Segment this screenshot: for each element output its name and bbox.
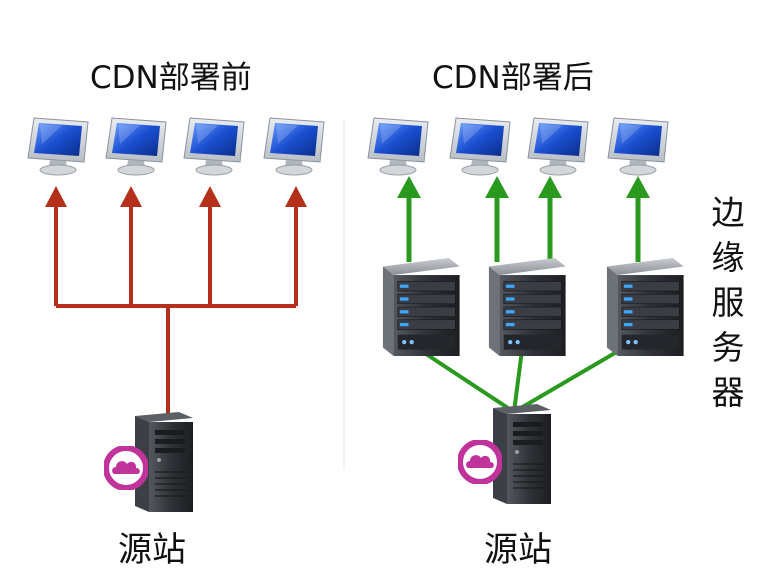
edge-label-char: 缘 [711, 238, 745, 277]
edge-label-char: 边 [711, 193, 745, 232]
arrow-icon [397, 176, 421, 198]
arrow-icon [45, 186, 67, 207]
edge-server-icon [382, 258, 460, 356]
arrow-icon [626, 176, 650, 198]
after-edge-links [406, 194, 641, 262]
before-arrowheads [45, 186, 307, 207]
arrow-icon [285, 186, 307, 207]
cloud-icon [460, 442, 500, 482]
monitor-icon [367, 117, 429, 176]
arrow-icon [485, 176, 509, 198]
edge-server-label: 边 缘 服 务 器 [706, 190, 750, 415]
monitor-icon [105, 117, 167, 176]
before-link-tree [54, 204, 298, 420]
after-origin-label: 源站 [484, 530, 552, 570]
arrow-icon [120, 186, 142, 207]
edge-label-char: 服 [711, 283, 745, 322]
edge-server-icon [606, 258, 684, 356]
monitor-icon [527, 117, 589, 176]
monitor-icon [449, 117, 511, 176]
after-origin-links [418, 348, 622, 414]
arrow-icon [199, 186, 221, 207]
after-arrowheads [397, 176, 650, 198]
origin-server-icon [492, 404, 552, 504]
monitor-icon [183, 117, 245, 176]
edge-label-char: 务 [711, 328, 745, 367]
after-title: CDN部署后 [432, 60, 594, 96]
edge-label-char: 器 [711, 373, 745, 412]
monitor-icon [27, 117, 89, 176]
cloud-icon [106, 448, 146, 488]
monitor-icon [607, 117, 669, 176]
monitor-icon [263, 117, 325, 176]
edge-server-icon [488, 258, 566, 356]
before-origin-label: 源站 [118, 530, 186, 570]
arrow-icon [538, 176, 562, 198]
before-title: CDN部署前 [90, 60, 252, 96]
